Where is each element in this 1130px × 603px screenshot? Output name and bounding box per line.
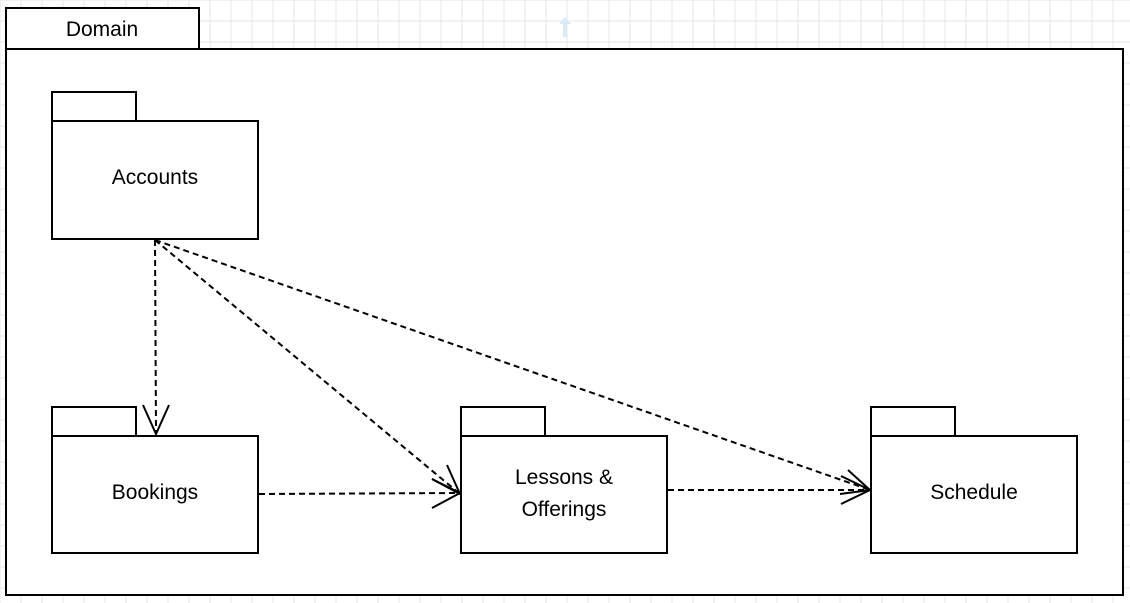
package-accounts-label: Accounts xyxy=(112,166,198,189)
package-schedule-tab xyxy=(870,406,956,437)
package-lessons-body xyxy=(460,435,668,554)
package-accounts-tab xyxy=(51,91,137,122)
package-lessons-label-line1: Lessons & xyxy=(515,466,613,489)
domain-frame-tab xyxy=(5,7,200,50)
package-bookings-label: Bookings xyxy=(112,481,198,504)
package-schedule-body xyxy=(870,435,1078,554)
package-accounts-body xyxy=(51,120,259,240)
package-bookings[interactable]: Bookings xyxy=(51,406,259,554)
domain-frame-label: Domain xyxy=(66,18,138,41)
package-accounts[interactable]: Accounts xyxy=(51,91,259,240)
dependency-accounts-bookings[interactable] xyxy=(142,239,170,437)
package-schedule[interactable]: Schedule xyxy=(870,406,1078,554)
dependency-arrows xyxy=(142,239,873,509)
package-bookings-tab xyxy=(51,406,137,437)
move-up-arrow-icon[interactable] xyxy=(559,17,571,37)
package-lessons-offerings[interactable]: Lessons & Offerings xyxy=(460,406,668,554)
package-bookings-body xyxy=(51,435,259,554)
package-schedule-label: Schedule xyxy=(930,481,1018,504)
package-lessons-tab xyxy=(460,406,546,437)
package-lessons-label-line2: Offerings xyxy=(522,498,607,521)
